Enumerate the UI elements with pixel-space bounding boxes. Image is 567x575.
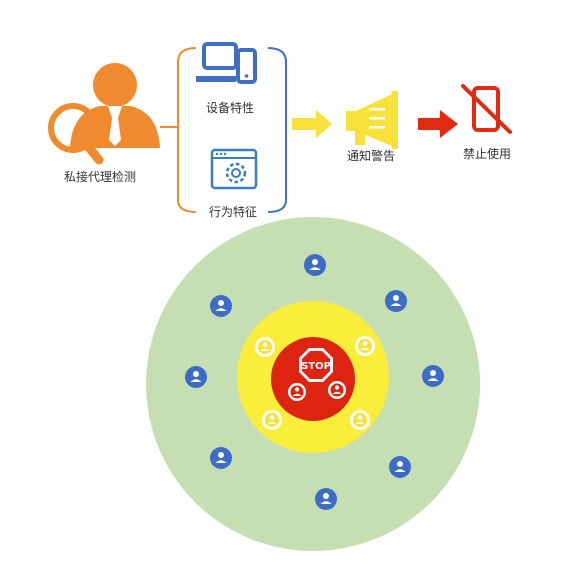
user-icon [255,337,275,357]
arrow-to-ban [418,110,458,138]
megaphone-icon [346,91,398,149]
arrow-to-warning [292,110,332,138]
behavior-feature-label: 行为特征 [208,205,258,219]
user-icon [315,488,337,510]
user-icon [328,381,346,399]
user-icon [350,410,370,430]
user-icon [185,366,207,388]
behavior-settings-icon [210,148,258,190]
user-icon [210,295,232,317]
user-icon [389,456,411,478]
user-icon [385,290,407,312]
user-icon [210,447,232,469]
no-phone-icon [461,84,512,134]
stop-sign-icon: STOP [299,348,333,382]
right-bracket [267,47,287,213]
magnifier-icon [48,103,104,165]
ban-label: 禁止使用 [462,147,512,161]
warning-label: 通知警告 [346,149,396,163]
svg-text:STOP: STOP [301,361,331,372]
user-icon [288,383,306,401]
device-icon [196,42,257,84]
user-icon [304,254,326,276]
proxy-detection-label: 私接代理检测 [63,170,137,184]
device-feature-label: 设备特性 [205,101,255,115]
user-icon [422,365,444,387]
user-icon [262,410,282,430]
left-bracket [177,47,197,213]
user-icon [355,336,375,356]
